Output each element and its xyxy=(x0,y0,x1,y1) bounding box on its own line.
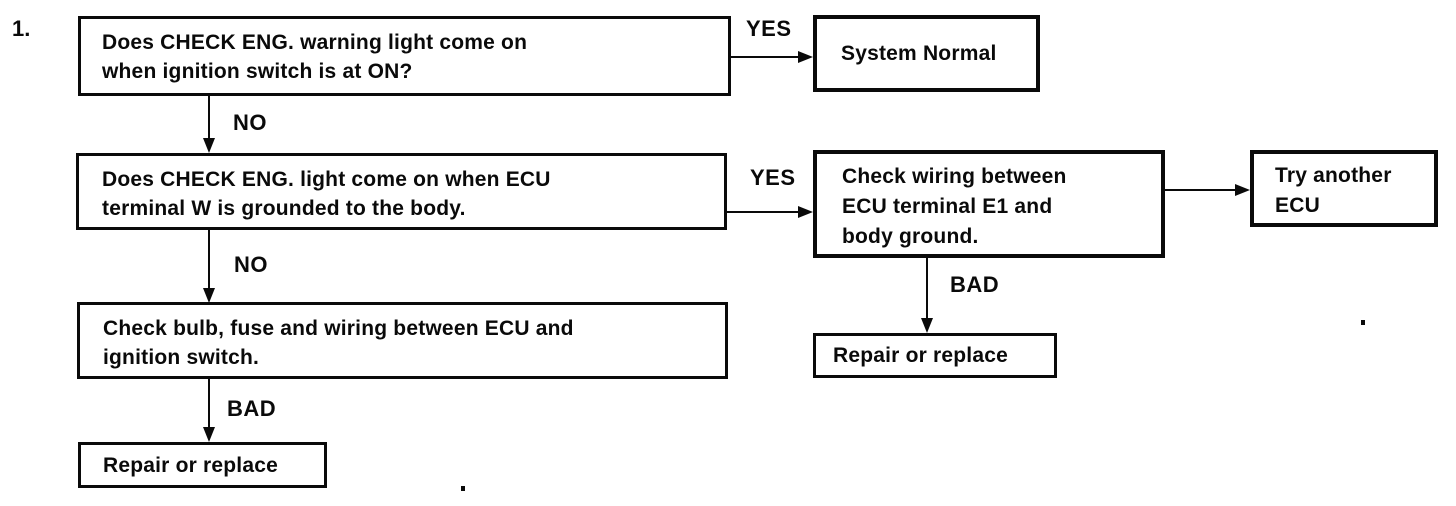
arrow-check-bulb-to-repair-head-icon xyxy=(203,427,215,442)
arrow-check-bulb-to-repair-line xyxy=(208,379,210,428)
node-check-wiring-line2: ECU terminal E1 and xyxy=(842,195,1053,218)
arrow-check-wiring-to-repair-line xyxy=(926,258,928,319)
node-system-normal: System Normal xyxy=(813,15,1040,92)
node-check-wiring-line1: Check wiring between xyxy=(842,165,1067,188)
node-repair-left-line1: Repair or replace xyxy=(103,453,278,477)
edge-label-no-top: NO xyxy=(233,110,267,135)
arrow-q1-to-q2-line xyxy=(208,96,210,139)
arrow-q2-to-check-wiring-line xyxy=(727,211,800,213)
node-check-bulb-line1: Check bulb, fuse and wiring between ECU … xyxy=(103,317,574,340)
edge-label-yes-top: YES xyxy=(746,16,792,41)
node-q1-line2: when ignition switch is at ON? xyxy=(102,60,413,83)
arrow-q1-to-system-normal-head-icon xyxy=(798,51,813,63)
arrow-check-wiring-to-try-ecu-head-icon xyxy=(1235,184,1250,196)
node-check-wiring-e1: Check wiring between ECU terminal E1 and… xyxy=(813,150,1165,258)
node-repair-or-replace-left: Repair or replace xyxy=(78,442,327,488)
arrow-q2-to-check-bulb-line xyxy=(208,230,210,289)
node-try-another-ecu: Try another ECU xyxy=(1250,150,1438,227)
edge-label-bad-right: BAD xyxy=(950,272,1000,297)
node-q2-terminal-w-grounded: Does CHECK ENG. light come on when ECU t… xyxy=(76,153,727,230)
node-try-another-ecu-line2: ECU xyxy=(1275,194,1320,217)
node-q2-line1: Does CHECK ENG. light come on when ECU xyxy=(102,168,551,191)
node-q2-line2: terminal W is grounded to the body. xyxy=(102,197,466,220)
edge-label-yes-mid: YES xyxy=(750,165,796,190)
node-check-bulb-line2: ignition switch. xyxy=(103,346,260,369)
arrow-check-wiring-to-try-ecu-line xyxy=(1165,189,1237,191)
arrow-q1-to-q2-head-icon xyxy=(203,138,215,153)
edge-label-no-mid: NO xyxy=(234,252,268,277)
node-check-wiring-line3: body ground. xyxy=(842,225,979,248)
node-q1-check-eng-warning-light: Does CHECK ENG. warning light come on wh… xyxy=(78,16,731,96)
arrow-q1-to-system-normal-line xyxy=(731,56,800,58)
node-repair-or-replace-right: Repair or replace xyxy=(813,333,1057,378)
node-repair-right-line1: Repair or replace xyxy=(833,344,1008,367)
arrow-check-wiring-to-repair-head-icon xyxy=(921,318,933,333)
node-system-normal-line1: System Normal xyxy=(841,42,997,65)
scan-speck xyxy=(1361,320,1365,325)
node-q1-line1: Does CHECK ENG. warning light come on xyxy=(102,31,528,54)
arrow-q2-to-check-bulb-head-icon xyxy=(203,288,215,303)
scan-speck xyxy=(461,486,465,491)
node-try-another-ecu-line1: Try another xyxy=(1275,164,1392,187)
edge-label-bad-left: BAD xyxy=(227,396,277,421)
step-number-label: 1. xyxy=(12,16,31,41)
node-check-bulb-fuse-wiring: Check bulb, fuse and wiring between ECU … xyxy=(77,302,728,379)
arrow-q2-to-check-wiring-head-icon xyxy=(798,206,813,218)
